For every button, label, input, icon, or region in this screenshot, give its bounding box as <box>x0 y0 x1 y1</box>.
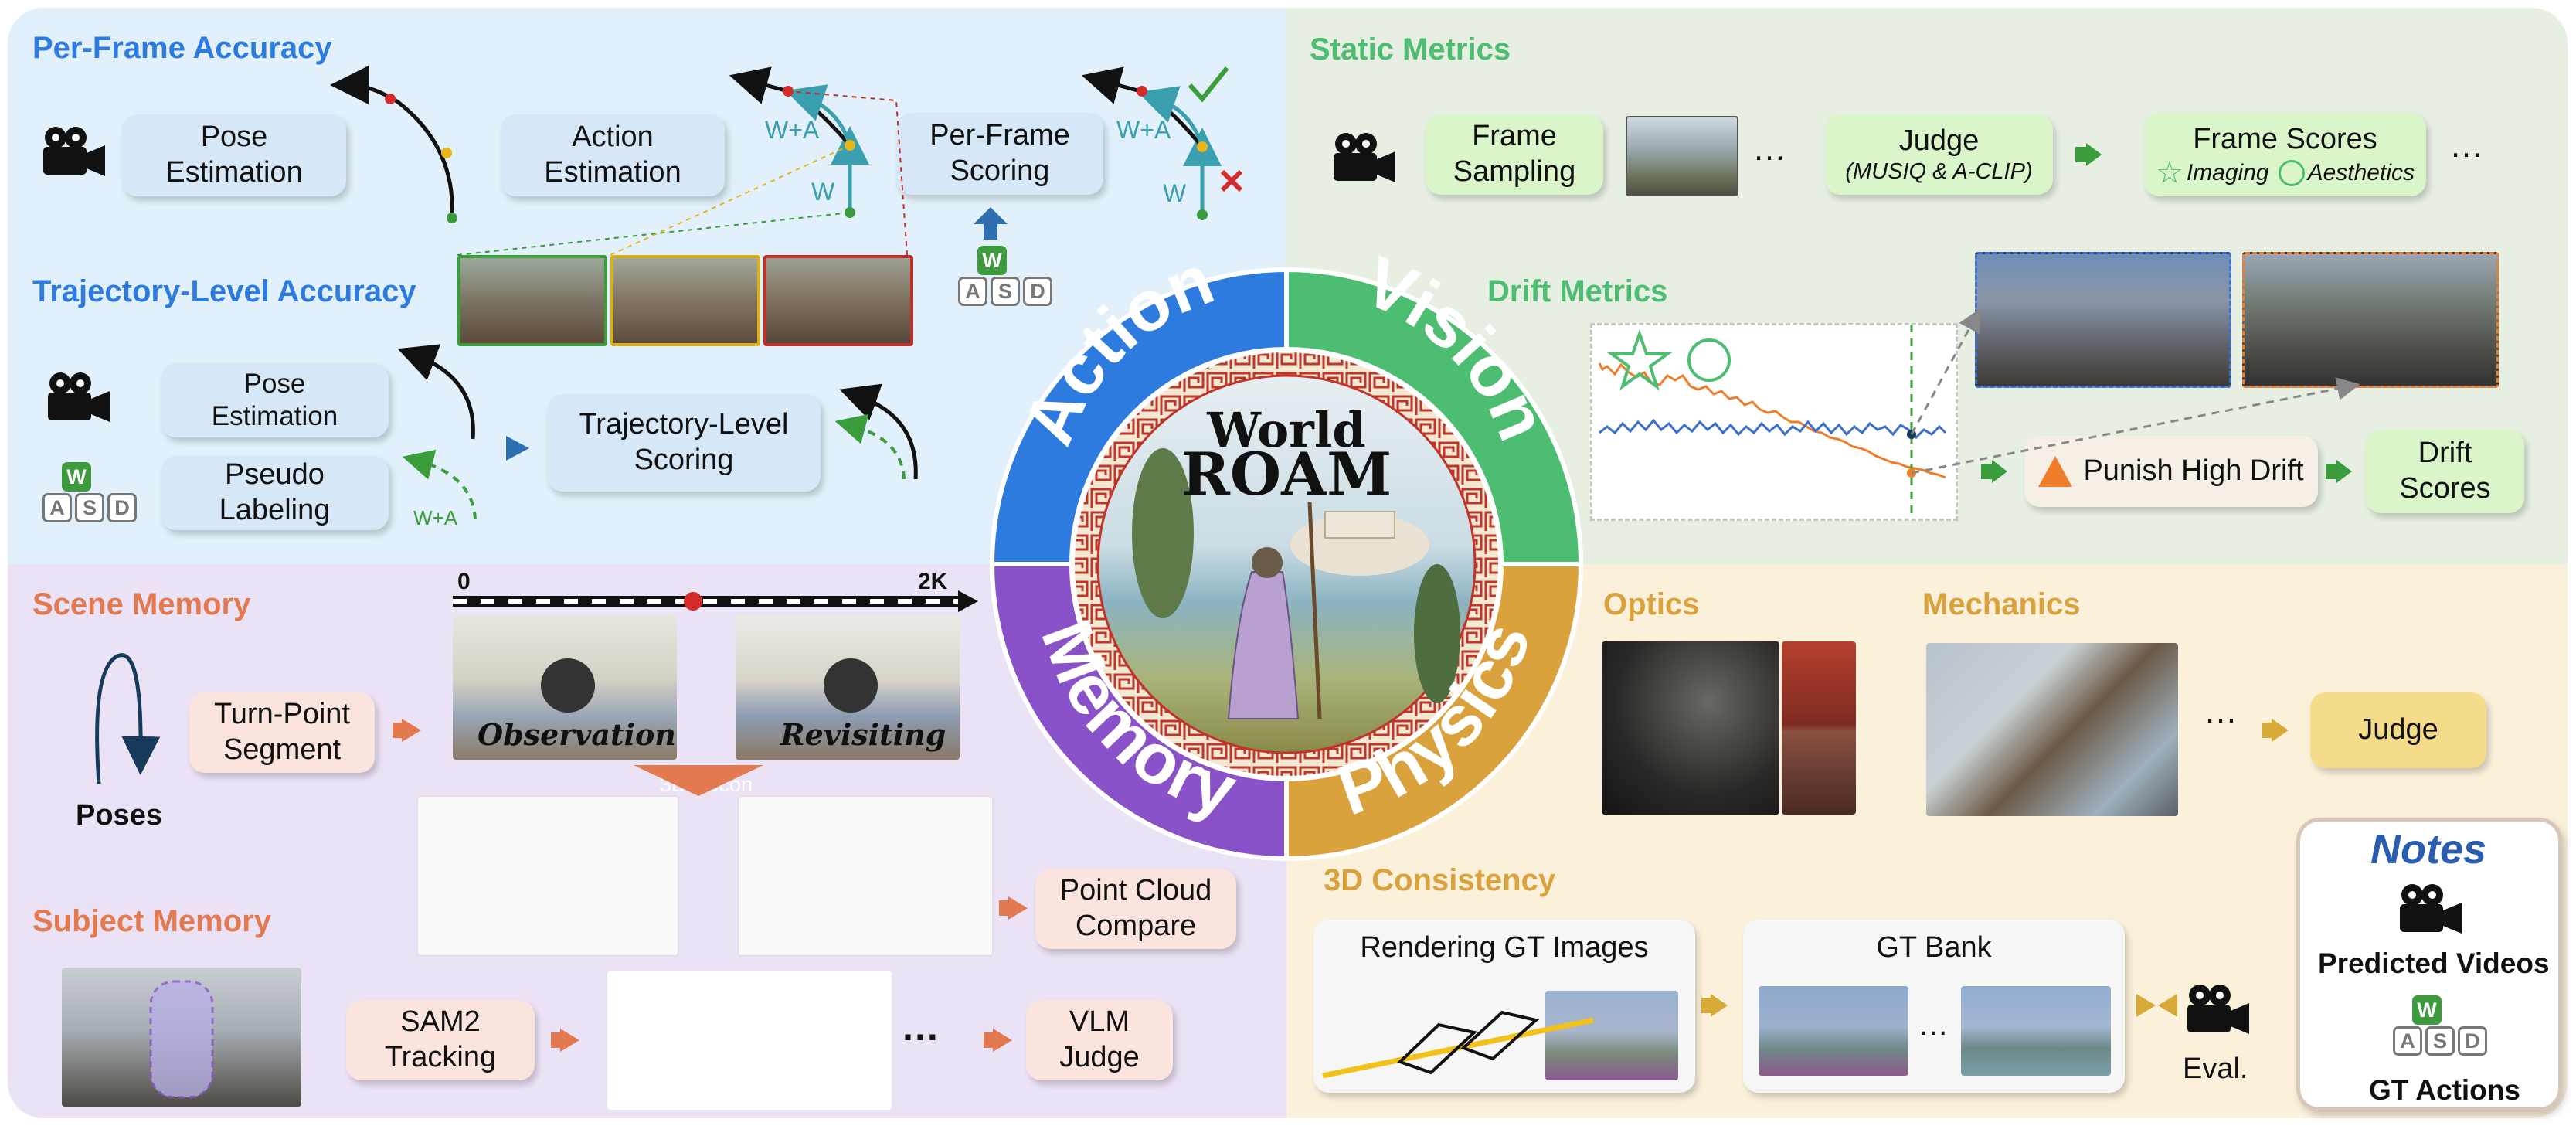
per-frame-accuracy-title: Per-Frame Accuracy <box>32 31 332 65</box>
judge-box: Judge (MUSIQ & A-CLIP) <box>1825 114 2053 195</box>
punish-high-drift-box: Punish High Drift <box>2024 436 2318 507</box>
key-s: S <box>75 493 104 522</box>
key-s: S <box>2425 1026 2455 1056</box>
optics-frame <box>1602 641 1779 815</box>
optics-phone-booth-frame <box>1782 641 1856 815</box>
frame-thumbnail <box>763 255 913 346</box>
video-camera-icon <box>1329 130 1398 189</box>
video-camera-icon <box>2395 881 2465 941</box>
subject-tracking-frame <box>62 968 301 1107</box>
drift-metrics-title: Drift Metrics <box>1487 274 1668 308</box>
point-cloud-revisiting <box>738 796 993 956</box>
star-icon: ☆ <box>2156 155 2183 190</box>
warning-icon <box>2038 456 2073 487</box>
key-d: D <box>2458 1026 2487 1056</box>
optics-title: Optics <box>1603 587 1700 621</box>
gt-actions-label: GT Actions <box>2369 1074 2520 1106</box>
vlm-judge-box: VLM Judge <box>1026 1000 1173 1080</box>
drift-scores-box: Drift Scores <box>2366 430 2524 513</box>
drift-chart <box>1590 323 1958 521</box>
drift-start-frame <box>1975 252 2231 388</box>
per-frame-scoring-box: Per-Frame Scoring <box>896 113 1103 195</box>
action-estimation-box: Action Estimation <box>501 114 725 196</box>
ellipsis: … <box>2204 692 2238 730</box>
play-icon <box>541 658 595 713</box>
pseudo-labeling-box: Pseudo Labeling <box>161 456 389 530</box>
w-plus-a-label-2: W+A <box>1116 116 1171 144</box>
key-d: D <box>1023 277 1052 306</box>
key-a: A <box>42 493 72 522</box>
timeline-start-label: 0 <box>457 569 471 594</box>
frame-thumbnail <box>457 255 607 346</box>
revisiting-label: Revisiting <box>780 717 946 752</box>
poses-label: Poses <box>76 799 162 832</box>
key-a: A <box>2393 1026 2422 1056</box>
subject-views-strip <box>607 971 892 1110</box>
turn-point-segment-box: Turn-Point Segment <box>189 692 375 773</box>
gt-bank-image <box>1961 986 2111 1076</box>
palette-icon <box>2278 159 2305 186</box>
eval-label: Eval. <box>2183 1053 2248 1085</box>
notes-title: Notes <box>2370 826 2487 873</box>
point-cloud-observation <box>417 796 678 956</box>
key-d: D <box>107 493 137 522</box>
rendered-room-image <box>1545 991 1678 1080</box>
rendering-gt-images-label: Rendering GT Images <box>1360 931 1649 964</box>
key-w: W <box>977 246 1007 275</box>
frame-sampling-box: Frame Sampling <box>1426 114 1603 195</box>
pose-estimation-box: Pose Estimation <box>122 114 346 196</box>
video-camera-icon <box>39 124 108 183</box>
static-metrics-title: Static Metrics <box>1310 32 1511 66</box>
key-w: W <box>2412 995 2442 1025</box>
trajectory-level-accuracy-title: Trajectory-Level Accuracy <box>32 274 416 308</box>
sampled-frame-thumbnail <box>1626 116 1738 196</box>
key-w: W <box>62 462 91 492</box>
w-plus-a-label-3: W+A <box>413 506 458 529</box>
frame-scores-label: Frame Scores <box>2193 123 2377 156</box>
video-camera-icon <box>43 369 113 429</box>
point-cloud-compare-box: Point Cloud Compare <box>1035 869 1236 949</box>
3d-consistency-title: 3D Consistency <box>1324 863 1556 897</box>
ellipsis: … <box>1752 130 1786 168</box>
observation-label: Observation <box>477 717 676 752</box>
trajectory-pose-estimation-box: Pose Estimation <box>161 363 389 437</box>
w-label-2: W <box>1163 179 1187 207</box>
notes-panel <box>2296 818 2562 1111</box>
scene-memory-title: Scene Memory <box>32 587 251 621</box>
gt-bank-image <box>1759 986 1908 1076</box>
subject-memory-title: Subject Memory <box>32 904 271 938</box>
gt-bank-label: GT Bank <box>1876 931 1992 964</box>
imaging-label: Imaging <box>2186 159 2269 185</box>
ellipsis: … <box>2449 127 2483 165</box>
key-a: A <box>958 277 987 306</box>
judge-label: Judge <box>1898 124 1980 157</box>
key-s: S <box>991 277 1020 306</box>
predicted-videos-label: Predicted Videos <box>2318 947 2550 979</box>
physics-judge-box: Judge <box>2310 692 2486 768</box>
ellipsis: … <box>1918 1008 1949 1042</box>
play-icon <box>824 658 878 713</box>
judge-subtitle: (MUSIQ & A-CLIP) <box>1845 159 2033 185</box>
frame-thumbnail <box>610 255 760 346</box>
3d-recon-label: 3D Recon <box>660 773 753 796</box>
drift-end-frame <box>2242 252 2499 388</box>
sam2-tracking-box: SAM2 Tracking <box>346 1000 535 1080</box>
mechanics-collage <box>1926 643 2178 816</box>
punish-high-drift-label: Punish High Drift <box>2083 454 2304 488</box>
video-camera-icon <box>2183 981 2252 1041</box>
trajectory-scoring-box: Trajectory-Level Scoring <box>547 394 821 492</box>
w-plus-a-label: W+A <box>765 116 820 144</box>
aesthetics-label: Aesthetics <box>2307 159 2415 185</box>
ellipsis: … <box>901 1005 940 1049</box>
mechanics-title: Mechanics <box>1922 587 2081 621</box>
w-label: W <box>811 178 835 206</box>
timeline-end-label: 2K <box>918 569 948 594</box>
frame-scores-box: Frame Scores ☆ Imaging Aesthetics <box>2144 113 2426 196</box>
